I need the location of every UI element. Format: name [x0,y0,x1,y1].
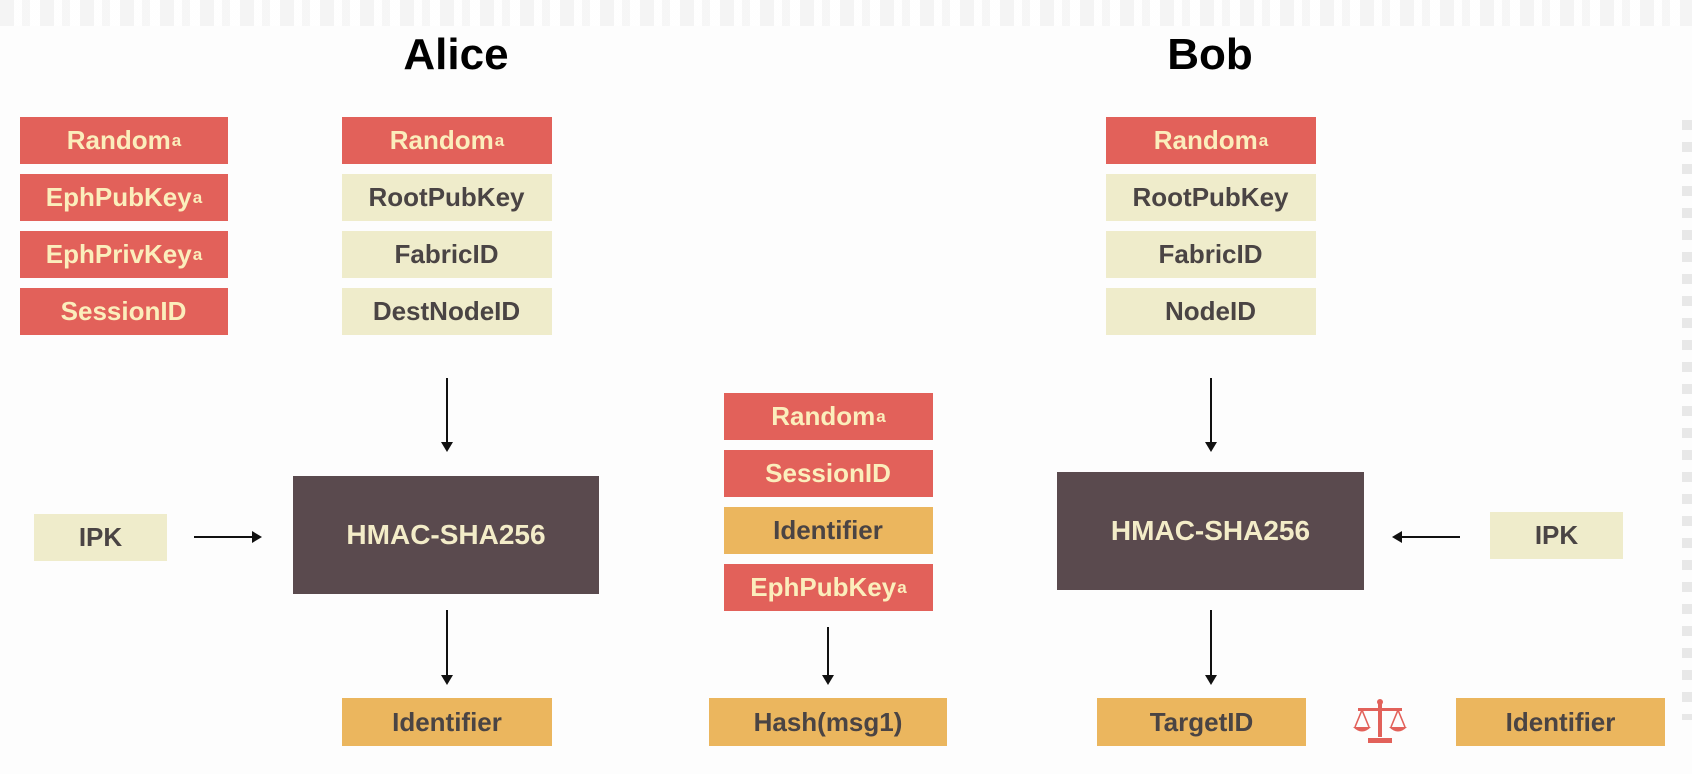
bob-targetid-output: TargetID [1097,698,1306,746]
msg-field-sessionid: SessionID [724,450,933,497]
msg-hash-arrow [822,627,834,685]
decorative-top-band [0,0,1692,26]
bob-hmac-block: HMAC-SHA256 [1057,472,1364,590]
alice-secret-sessionid: SessionID [20,288,228,335]
bob-output-arrow [1205,610,1217,685]
alice-ipk-arrow [194,531,262,543]
bob-ipk-box: IPK [1490,512,1623,559]
bob-input-fabricid: FabricID [1106,231,1316,278]
bob-input-rootpubkey: RootPubKey [1106,174,1316,221]
alice-input-fabricid: FabricID [342,231,552,278]
scale-icon [1353,699,1407,743]
alice-ipk-box: IPK [34,514,167,561]
decorative-right-edge [1682,120,1692,720]
alice-input-rootpubkey: RootPubKey [342,174,552,221]
bob-compare-identifier: Identifier [1456,698,1665,746]
alice-hmac-block: HMAC-SHA256 [293,476,599,594]
alice-identifier-output: Identifier [342,698,552,746]
msg-field-identifier: Identifier [724,507,933,554]
bob-inputs-arrow [1205,378,1217,452]
alice-output-arrow [441,610,453,685]
bob-title: Bob [1167,30,1253,79]
alice-input-destnodeid: DestNodeID [342,288,552,335]
alice-inputs-arrow [441,378,453,452]
msg-hash-output: Hash(msg1) [709,698,947,746]
bob-input-nodeid: NodeID [1106,288,1316,335]
alice-title: Alice [403,30,509,79]
bob-ipk-arrow [1392,531,1460,543]
